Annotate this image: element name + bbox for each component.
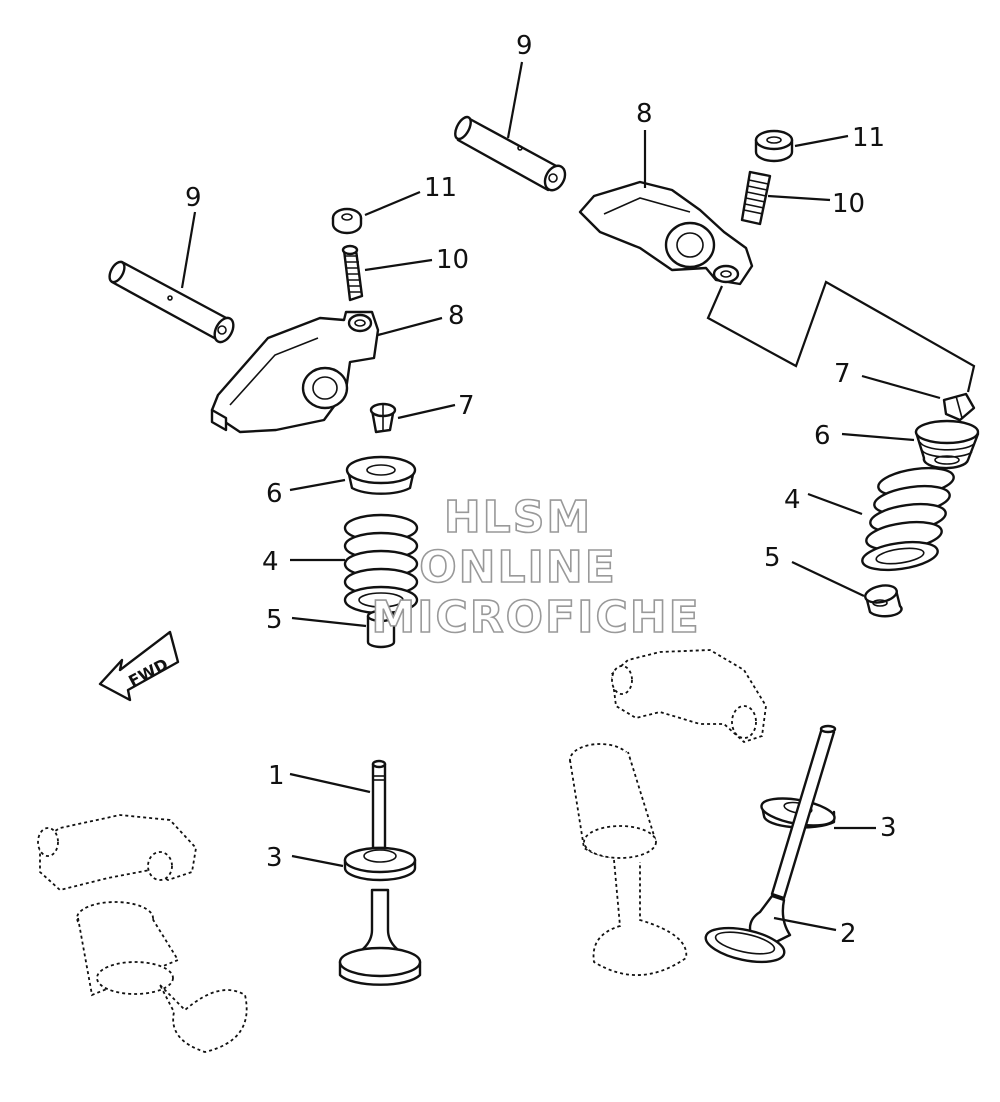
watermark-line2: ONLINE — [419, 542, 617, 593]
adjusting-nut-right — [754, 129, 794, 163]
adjusting-nut-left — [331, 207, 363, 235]
assembly-connector-line — [706, 280, 976, 393]
callout-7-left: 7 — [458, 391, 475, 421]
callout-11-left: 11 — [424, 173, 457, 203]
assembled-valve-train-right — [569, 649, 767, 976]
callout-6-left: 6 — [266, 479, 283, 509]
stem-seal-right — [864, 584, 903, 618]
valve-cotter-right — [942, 392, 976, 422]
callout-2: 2 — [840, 919, 857, 949]
rocker-shaft-left — [108, 260, 235, 344]
callout-8-right: 8 — [636, 99, 653, 129]
valve-spring-left — [343, 513, 419, 615]
callout-4-right: 4 — [784, 485, 801, 515]
assembled-valve-train-left — [37, 814, 248, 1053]
callout-9-left: 9 — [185, 183, 202, 213]
callout-5-left: 5 — [266, 605, 283, 635]
fwd-arrow: FWD — [98, 630, 180, 702]
spring-retainer-left — [345, 455, 417, 495]
callout-11-right: 11 — [852, 123, 885, 153]
callout-1: 1 — [268, 761, 285, 791]
valve-spring-right — [861, 466, 955, 572]
rocker-arm-left — [210, 310, 380, 434]
callout-9-right: 9 — [516, 31, 533, 61]
callout-3-left: 3 — [266, 843, 283, 873]
adjusting-screw-right — [740, 170, 772, 226]
watermark-line1: HLSM — [444, 492, 592, 543]
callout-10-left: 10 — [436, 245, 469, 275]
rocker-arm-right — [578, 180, 754, 286]
callout-10-right: 10 — [832, 189, 865, 219]
callout-3-right: 3 — [880, 813, 897, 843]
adjusting-screw-left — [341, 244, 364, 302]
exhaust-valve — [704, 724, 837, 964]
callout-8-left: 8 — [448, 301, 465, 331]
intake-valve — [338, 759, 422, 986]
spring-seat-left — [343, 846, 417, 882]
callout-5-right: 5 — [764, 543, 781, 573]
callout-7-right: 7 — [834, 359, 851, 389]
watermark-line3: MICROFICHE — [371, 592, 700, 643]
rocker-shaft-right — [454, 115, 567, 192]
stem-seal-left — [366, 609, 396, 649]
watermark: HLSM ONLINE MICROFICHE — [371, 491, 700, 644]
callout-6-right: 6 — [814, 421, 831, 451]
callout-4-left: 4 — [262, 547, 279, 577]
valve-cotter-left — [369, 402, 397, 434]
spring-retainer-right — [914, 419, 980, 470]
